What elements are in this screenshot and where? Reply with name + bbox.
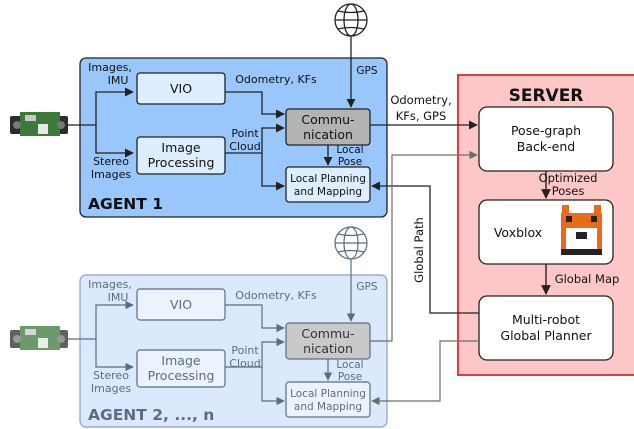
server-title: SERVER xyxy=(509,86,584,106)
agent1-gps-label: GPS xyxy=(356,65,377,77)
agent1-vio-to-comm xyxy=(225,91,285,119)
planner-label-1: Multi-robot xyxy=(512,312,580,327)
odometry-kfs-gps-label-1: Odometry, xyxy=(390,93,451,107)
agent2-camera-icon xyxy=(10,326,68,350)
agent2-local-pose-2: Pose xyxy=(338,371,362,383)
agent2-comm-to-server-arrow xyxy=(370,150,478,342)
agent1-stereo-2: Images xyxy=(91,168,131,181)
agent2-local-pose-1: Local xyxy=(336,359,363,371)
agent1-imgproc-to-localplan xyxy=(261,153,285,191)
agent1-vio-box xyxy=(136,72,226,105)
agent1-camera-to-imgproc xyxy=(95,125,134,158)
agent2-stereo-1: Stereo xyxy=(93,369,129,382)
agent2-imgproc-label-2: Processing xyxy=(148,368,215,383)
planner-box xyxy=(478,295,614,361)
pose-graph-label-2: Back-end xyxy=(517,139,575,154)
agent2-title: AGENT 2, ..., n xyxy=(88,406,214,424)
agent2-panel: AGENT 2, ..., n Images, IMU Stereo Image… xyxy=(10,226,388,428)
odometry-kfs-gps-label-2: KFs, GPS xyxy=(396,109,447,123)
planner-label-2: Global Planner xyxy=(500,328,592,343)
agent1-point-cloud-1: Point xyxy=(231,127,259,140)
voxblox-label: Voxblox xyxy=(494,225,542,240)
global-path-agent2-arrow xyxy=(371,340,479,406)
agent1-images-imu-2: IMU xyxy=(108,74,129,87)
agent1-local-planning-label-2: and Mapping xyxy=(294,186,362,198)
agent2-vio-to-comm xyxy=(225,304,285,333)
agent1-imgproc-label-2: Processing xyxy=(148,155,215,170)
agent2-local-planning-label-1: Local Planning xyxy=(290,388,366,400)
agent2-comm-label-2: nication xyxy=(303,341,353,356)
agent1-stereo-1: Stereo xyxy=(93,155,129,168)
optimized-poses-label-1: Optimized xyxy=(539,171,598,185)
agent2-odometry-kfs-label: Odometry, KFs xyxy=(235,289,317,302)
agent1-panel: AGENT 1 Images, IMU Stereo Images VIO Im… xyxy=(10,3,388,218)
global-path-agent1-arrow xyxy=(371,181,479,314)
agent2-globe-icon xyxy=(334,226,368,260)
server-panel: SERVER Pose-graph Back-end Voxblox Multi… xyxy=(457,74,634,376)
agent2-imgproc-to-localplan xyxy=(261,367,285,406)
agent2-imgproc-box xyxy=(136,349,226,388)
agent2-comm-label-1: Commu- xyxy=(301,326,354,341)
agent2-point-cloud-1: Point xyxy=(231,344,259,357)
agent1-images-imu-1: Images, xyxy=(88,61,132,74)
optimized-poses-label-2: Poses xyxy=(552,184,585,198)
agent1-title: AGENT 1 xyxy=(88,195,163,213)
agent1-local-pose-1: Local xyxy=(336,144,363,156)
agent1-camera-to-vio xyxy=(68,87,134,126)
pose-graph-label-1: Pose-graph xyxy=(511,123,581,138)
agent2-images-imu-2: IMU xyxy=(108,291,129,304)
voxblox-fox-logo xyxy=(561,205,602,255)
agent2-local-planning-box xyxy=(285,381,371,418)
agent1-comm-label-1: Commu- xyxy=(301,112,354,127)
agent2-imgproc-to-comm xyxy=(225,337,285,368)
agent2-local-planning-label-2: and Mapping xyxy=(294,401,362,413)
agent1-local-planning-box xyxy=(285,166,371,203)
agent2-camera-to-vio xyxy=(68,300,134,340)
agent2-point-cloud-2: Cloud xyxy=(229,357,260,370)
agent2-vio-label: VIO xyxy=(170,297,192,312)
agent2-images-imu-1: Images, xyxy=(88,278,132,291)
agent2-imgproc-label-1: Image xyxy=(161,353,200,368)
agent1-imgproc-box xyxy=(136,136,226,175)
agent1-imgproc-label-1: Image xyxy=(161,140,200,155)
agent1-globe-icon xyxy=(334,3,368,37)
agent1-imgproc-to-comm xyxy=(225,123,285,154)
agent2-gps-label: GPS xyxy=(356,281,377,293)
agent1-camera-icon xyxy=(10,112,68,136)
agent1-local-pose-2: Pose xyxy=(338,156,362,168)
agent1-comm-label-2: nication xyxy=(303,127,353,142)
agent2-stereo-2: Images xyxy=(91,382,131,395)
agent1-vio-label: VIO xyxy=(170,81,192,96)
agent1-local-planning-label-1: Local Planning xyxy=(290,173,366,185)
agent1-odometry-kfs-label: Odometry, KFs xyxy=(235,73,317,86)
global-map-label: Global Map xyxy=(555,272,620,286)
global-path-label: Global Path xyxy=(412,217,426,283)
agent2-camera-to-imgproc xyxy=(95,339,134,372)
agent1-point-cloud-2: Cloud xyxy=(229,140,260,153)
